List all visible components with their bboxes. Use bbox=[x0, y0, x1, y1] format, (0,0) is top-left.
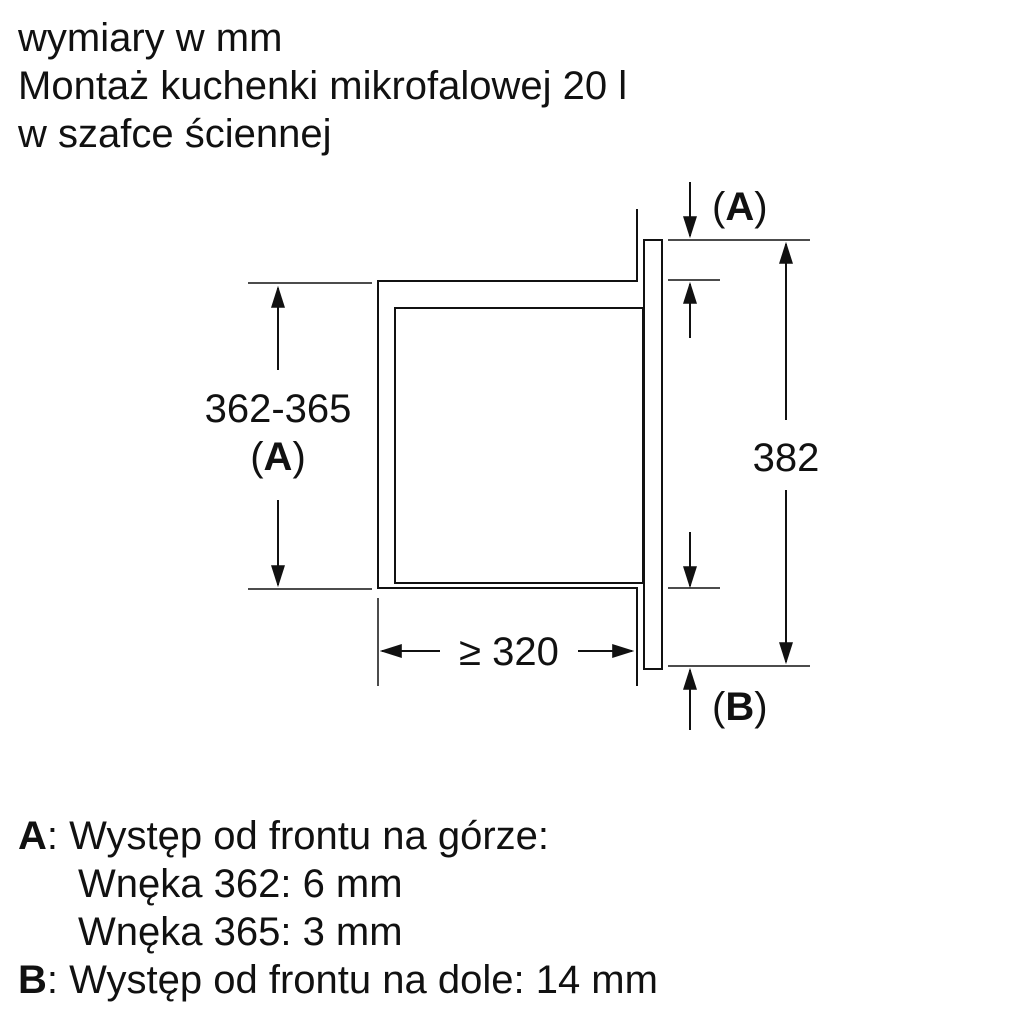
depth-label: ≥ 320 bbox=[459, 630, 559, 674]
dimension-lines bbox=[248, 239, 810, 686]
diagram-subtitle: w szafce ściennej bbox=[18, 112, 332, 156]
units-note: wymiary w mm bbox=[18, 16, 283, 60]
bottom-offset-ref: (B) bbox=[712, 685, 768, 729]
legend-text-a: : Występ od frontu na górze: bbox=[46, 814, 550, 858]
legend-item-b: B: Występ od frontu na dole: 14 mm bbox=[18, 956, 658, 1004]
legend-text-b: : Występ od frontu na dole: 14 mm bbox=[46, 958, 658, 1002]
diagram-title: Montaż kuchenki mikrofalowej 20 l bbox=[18, 64, 628, 108]
total-height-label: 382 bbox=[753, 436, 820, 480]
niche-height-label: 362-365 bbox=[205, 387, 352, 431]
cabinet-outer-wall bbox=[377, 209, 638, 686]
legend-a-niche-362: Wnęka 362: 6 mm bbox=[78, 862, 403, 906]
legend-key-b: B bbox=[18, 958, 47, 1002]
legend-a-niche-365: Wnęka 365: 3 mm bbox=[78, 910, 403, 954]
dimension-arrows bbox=[271, 182, 793, 730]
cabinet-outline bbox=[377, 209, 663, 686]
niche-height-ref: (A) bbox=[250, 435, 306, 479]
legend-item-a: A: Występ od frontu na górze: bbox=[18, 812, 549, 860]
top-offset-ref: (A) bbox=[712, 185, 768, 229]
cabinet-inner-niche bbox=[394, 307, 644, 584]
legend-key-a: A bbox=[18, 814, 47, 858]
microwave-front-panel bbox=[643, 239, 663, 670]
